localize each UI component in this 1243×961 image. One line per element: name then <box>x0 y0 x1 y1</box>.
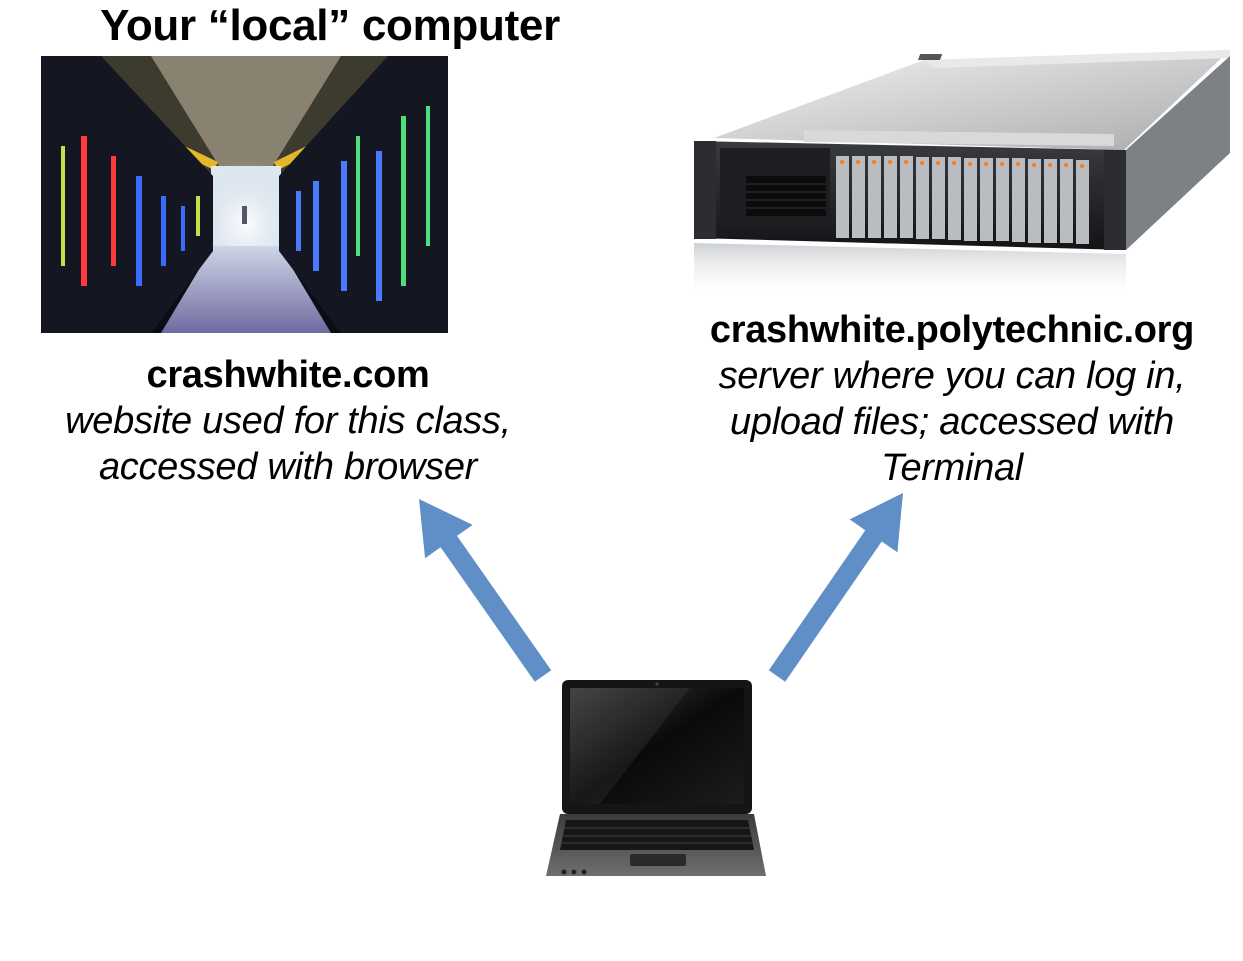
server-description-line: Terminal <box>881 447 1023 489</box>
arrow-to-website <box>419 499 552 682</box>
arrow-to-server <box>768 493 903 682</box>
local-computer-caption: Your “local” computer <box>100 1 560 50</box>
website-title: crashwhite.com <box>146 354 430 396</box>
website-caption: crashwhite.com website used for this cla… <box>20 352 556 490</box>
website-description-line: accessed with browser <box>98 446 478 488</box>
datacenter-image <box>41 56 448 333</box>
rack-server-image <box>694 50 1230 300</box>
server-description-line: upload files; accessed with <box>730 401 1174 443</box>
laptop-image <box>546 680 766 876</box>
server-title: crashwhite.polytechnic.org <box>709 309 1195 351</box>
server-caption: crashwhite.polytechnic.org server where … <box>672 307 1232 491</box>
server-description-line: server where you can log in, <box>718 355 1186 397</box>
website-description-line: website used for this class, <box>65 400 511 442</box>
